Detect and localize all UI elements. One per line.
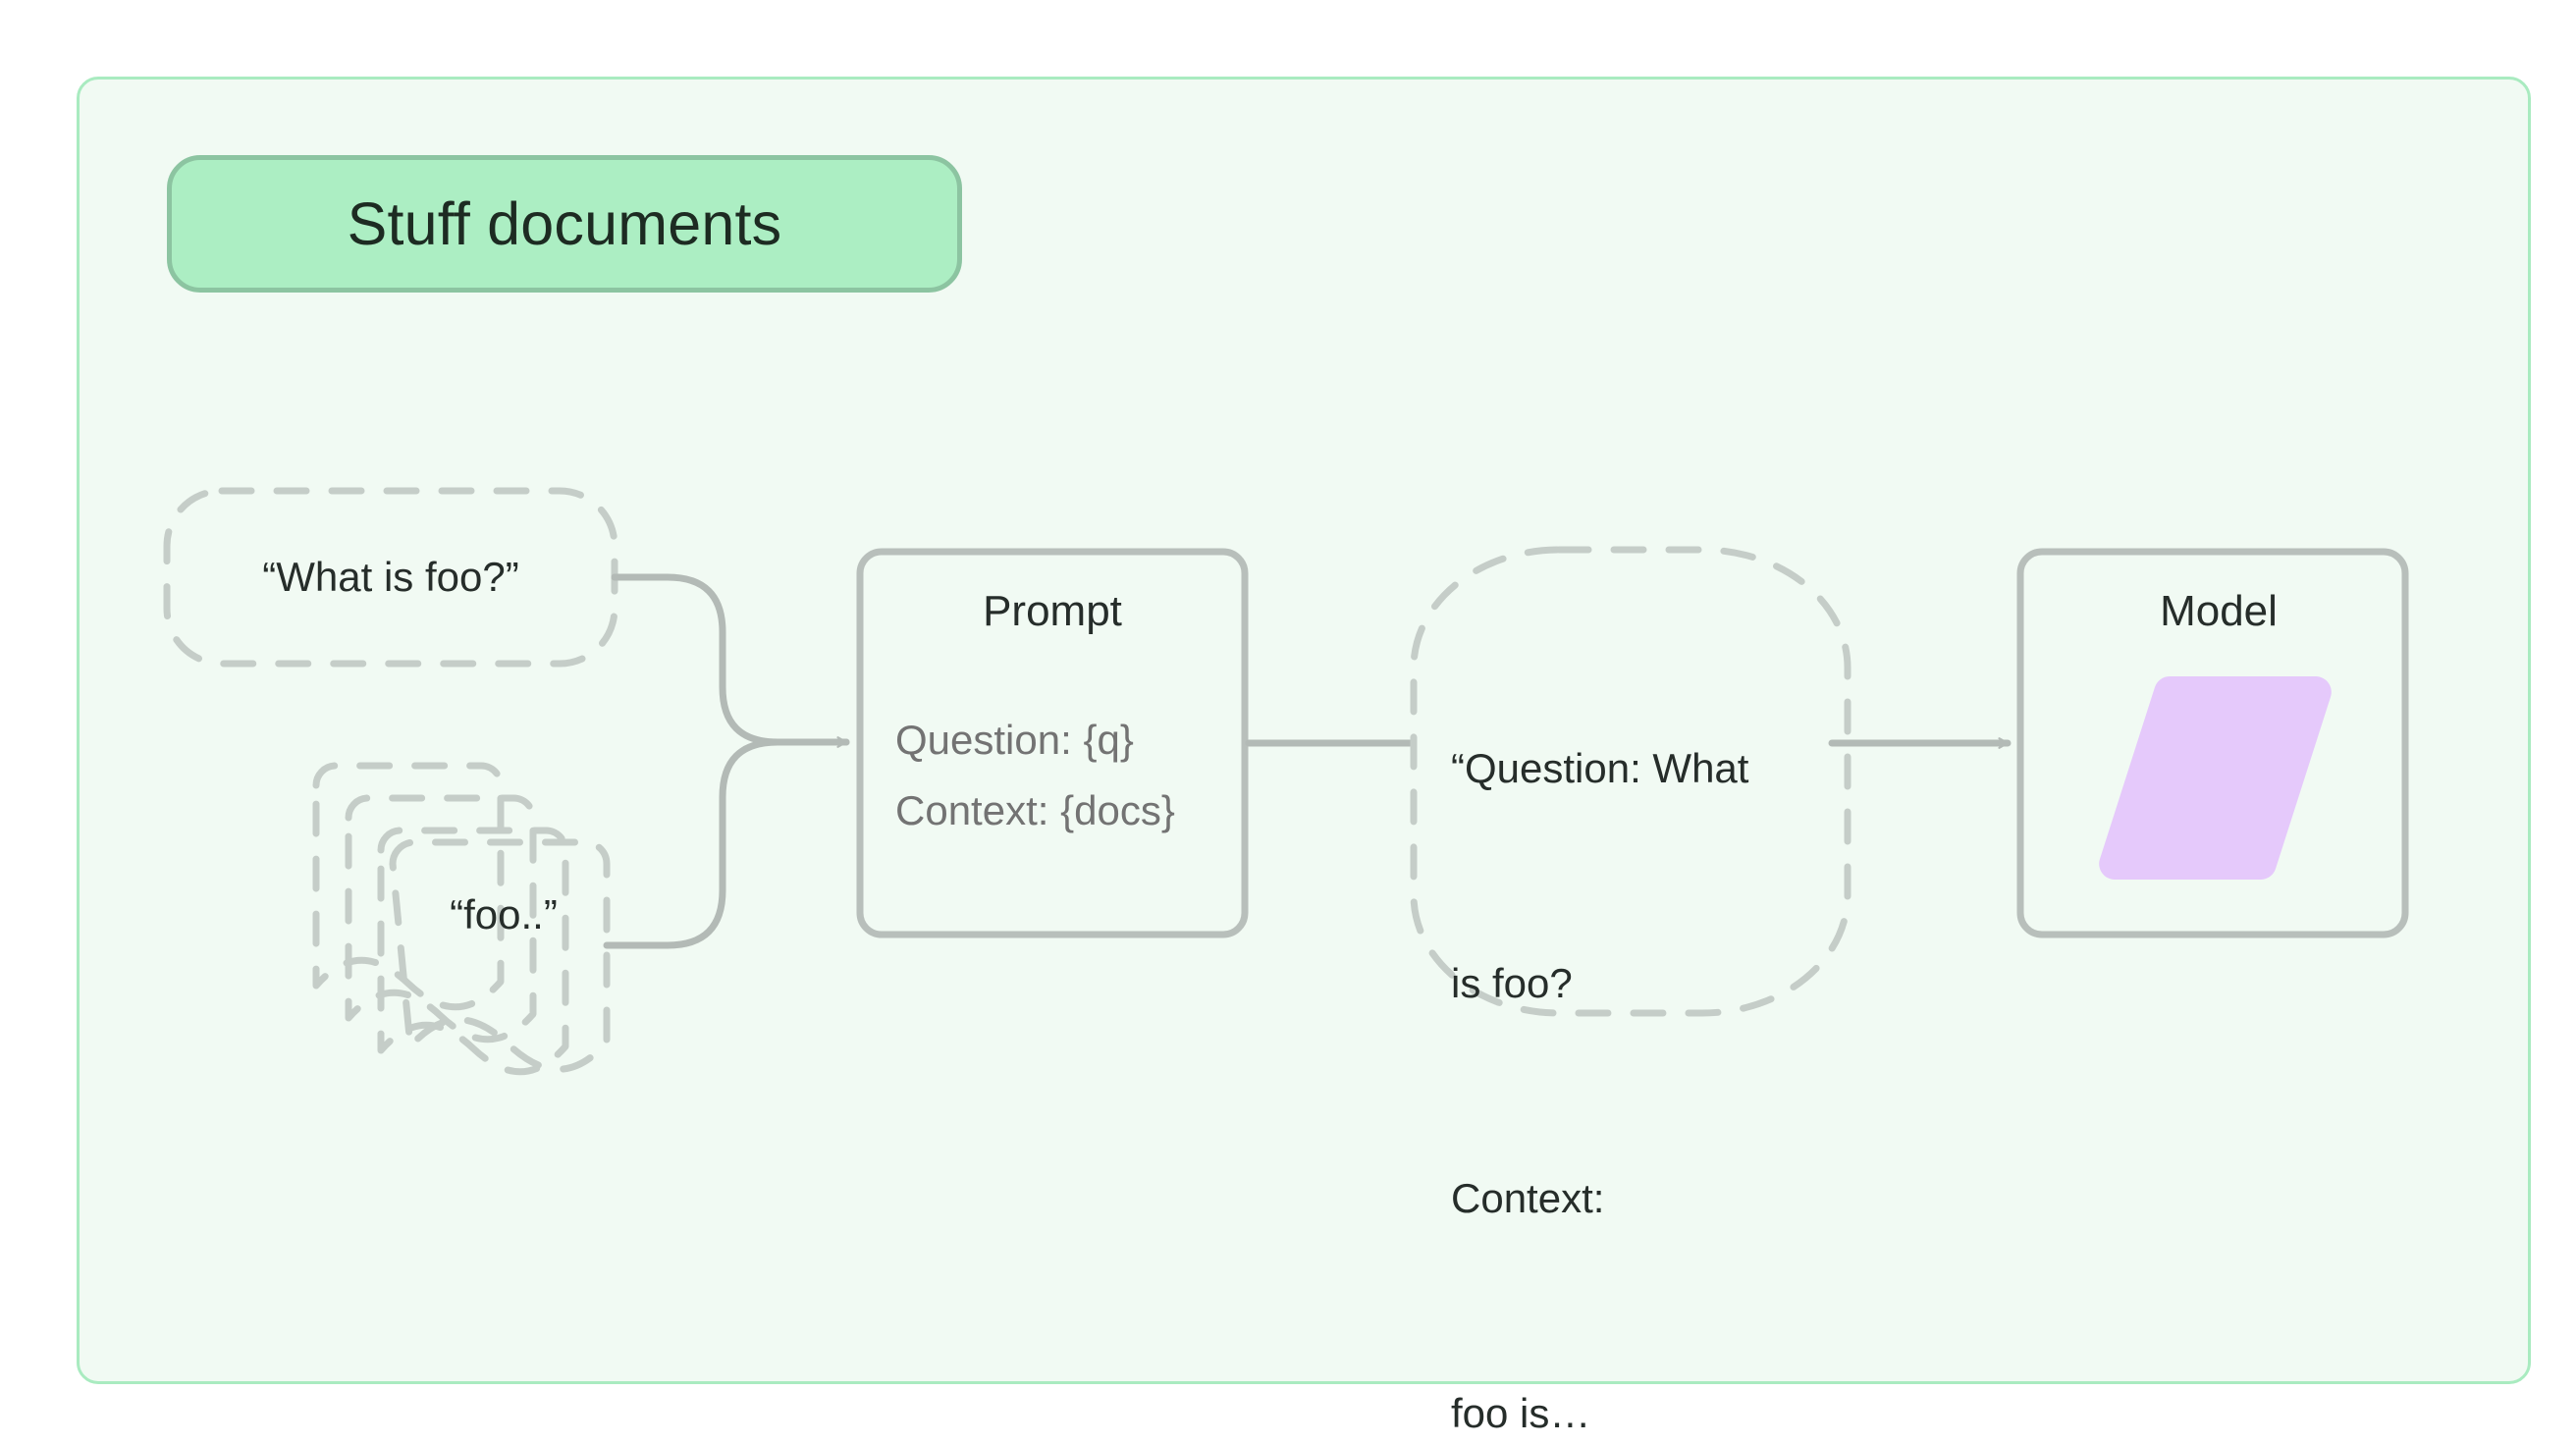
filled-prompt-line: foo is… — [1451, 1390, 1591, 1436]
document-stack-label: “foo..” — [450, 891, 558, 937]
title-badge-label: Stuff documents — [347, 190, 782, 257]
filled-prompt-line: Context: — [1451, 1175, 1605, 1221]
filled-prompt-line: “Question: What — [1451, 745, 1749, 791]
model-box-title: Model — [2160, 587, 2278, 635]
filled-prompt-line: is foo? — [1451, 960, 1573, 1006]
prompt-box-line-question: Question: {q} — [895, 717, 1134, 763]
question-bubble-label: “What is foo?” — [262, 554, 519, 600]
prompt-box-line-context: Context: {docs} — [895, 787, 1175, 833]
filled-prompt-bubble-text: “Question: What is foo? Context: foo is…… — [1451, 589, 1844, 1445]
title-badge: Stuff documents — [167, 155, 962, 293]
prompt-box-title: Prompt — [983, 587, 1122, 635]
